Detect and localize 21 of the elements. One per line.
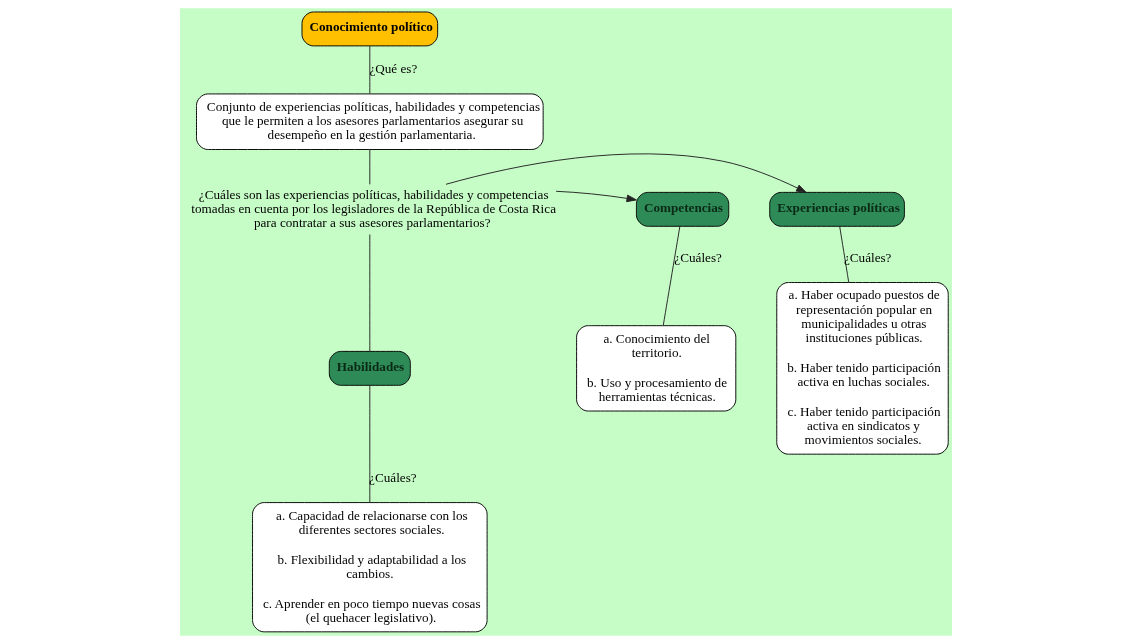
edge-label: ¿Cuáles? [843, 249, 892, 265]
node-box: Conocimiento político [301, 11, 439, 47]
edge-label: ¿Cuáles? [369, 469, 417, 485]
node-box: Experiencias políticas [769, 191, 905, 227]
node-text: ¿Cuáles son las experiencias políticas, habilidades y competencias tomadas en cuenta por los legisladores de la República de Costa Rica para contratar a sus asesores parlamentarios? [191, 186, 556, 230]
node-box: Conjunto de experiencias políticas, habilidades y competencias que le permiten a los asesores parlamentarios asegurar su desempeño en la gestión parlamentaria. [196, 93, 544, 150]
edge-label: ¿Cuáles? [674, 249, 722, 265]
connector [369, 149, 371, 185]
node-box: a. Conocimiento del territorio. b. Uso y procesamiento de herramientas técnicas. [576, 325, 737, 412]
node-box: a. Haber ocupado puestos de representación popular en municipalidades u otras instituciones públicas. b. Haber tenido participación activa en luchas sociales. c. Haber tenido participación activa en sindicatos y movimientos sociales. [776, 282, 949, 455]
edge-label: ¿Qué es? [369, 61, 418, 77]
node-box: a. Capacidad de relacionarse con los diferentes sectores sociales. b. Flexibilidad y adaptabilidad a los cambios. c. Aprender en poco tiempo nuevas cosas (el quehacer legislativo). [252, 502, 488, 633]
node-box: Habilidades [328, 350, 411, 386]
connector [839, 226, 850, 283]
connector [369, 384, 371, 504]
connector [369, 234, 371, 352]
connector [369, 45, 371, 95]
arrow [555, 190, 637, 203]
connector [662, 226, 681, 326]
arrow [445, 153, 807, 193]
node-box: Competencias [635, 191, 730, 227]
